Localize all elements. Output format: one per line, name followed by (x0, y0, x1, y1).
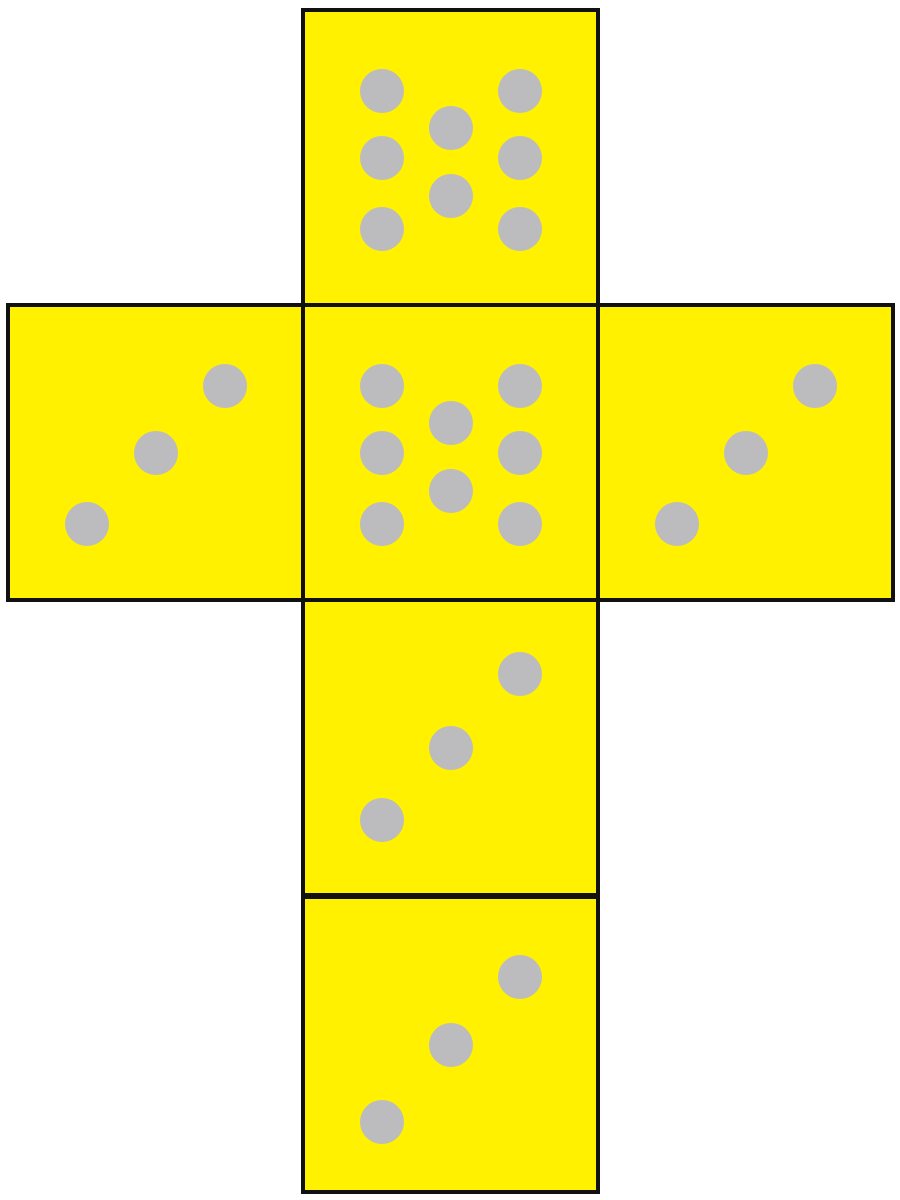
face-top-pip-7 (498, 136, 542, 180)
face-bottom (301, 895, 600, 1194)
face-center (301, 303, 600, 602)
face-top-pip-8 (498, 207, 542, 251)
face-center-pip-4 (429, 401, 473, 445)
face-center-pip-8 (498, 502, 542, 546)
face-top (301, 8, 600, 307)
face-lower (301, 598, 600, 897)
face-lower-pip-3 (498, 652, 542, 696)
face-bottom-pip-2 (429, 1023, 473, 1067)
face-left-pip-1 (65, 502, 109, 546)
face-lower-pip-2 (429, 726, 473, 770)
face-top-pip-4 (429, 106, 473, 150)
face-right-pip-3 (793, 364, 837, 408)
face-center-pip-6 (498, 364, 542, 408)
face-top-pip-2 (360, 136, 404, 180)
face-center-pip-2 (360, 431, 404, 475)
face-left-pip-3 (203, 364, 247, 408)
face-top-pip-1 (360, 69, 404, 113)
face-top-square (301, 8, 600, 307)
face-center-pip-5 (429, 469, 473, 513)
faces-layer (6, 8, 895, 1194)
face-right-pip-2 (724, 431, 768, 475)
face-left-pip-2 (134, 431, 178, 475)
face-center-square (301, 303, 600, 602)
face-bottom-pip-1 (360, 1100, 404, 1144)
face-left (6, 303, 305, 602)
face-top-pip-6 (498, 69, 542, 113)
face-top-pip-3 (360, 207, 404, 251)
face-lower-pip-1 (360, 798, 404, 842)
face-center-pip-3 (360, 502, 404, 546)
face-bottom-pip-3 (498, 955, 542, 999)
face-right-pip-1 (655, 502, 699, 546)
face-right (596, 303, 895, 602)
face-center-pip-1 (360, 364, 404, 408)
face-center-pip-7 (498, 431, 542, 475)
face-top-pip-5 (429, 174, 473, 218)
